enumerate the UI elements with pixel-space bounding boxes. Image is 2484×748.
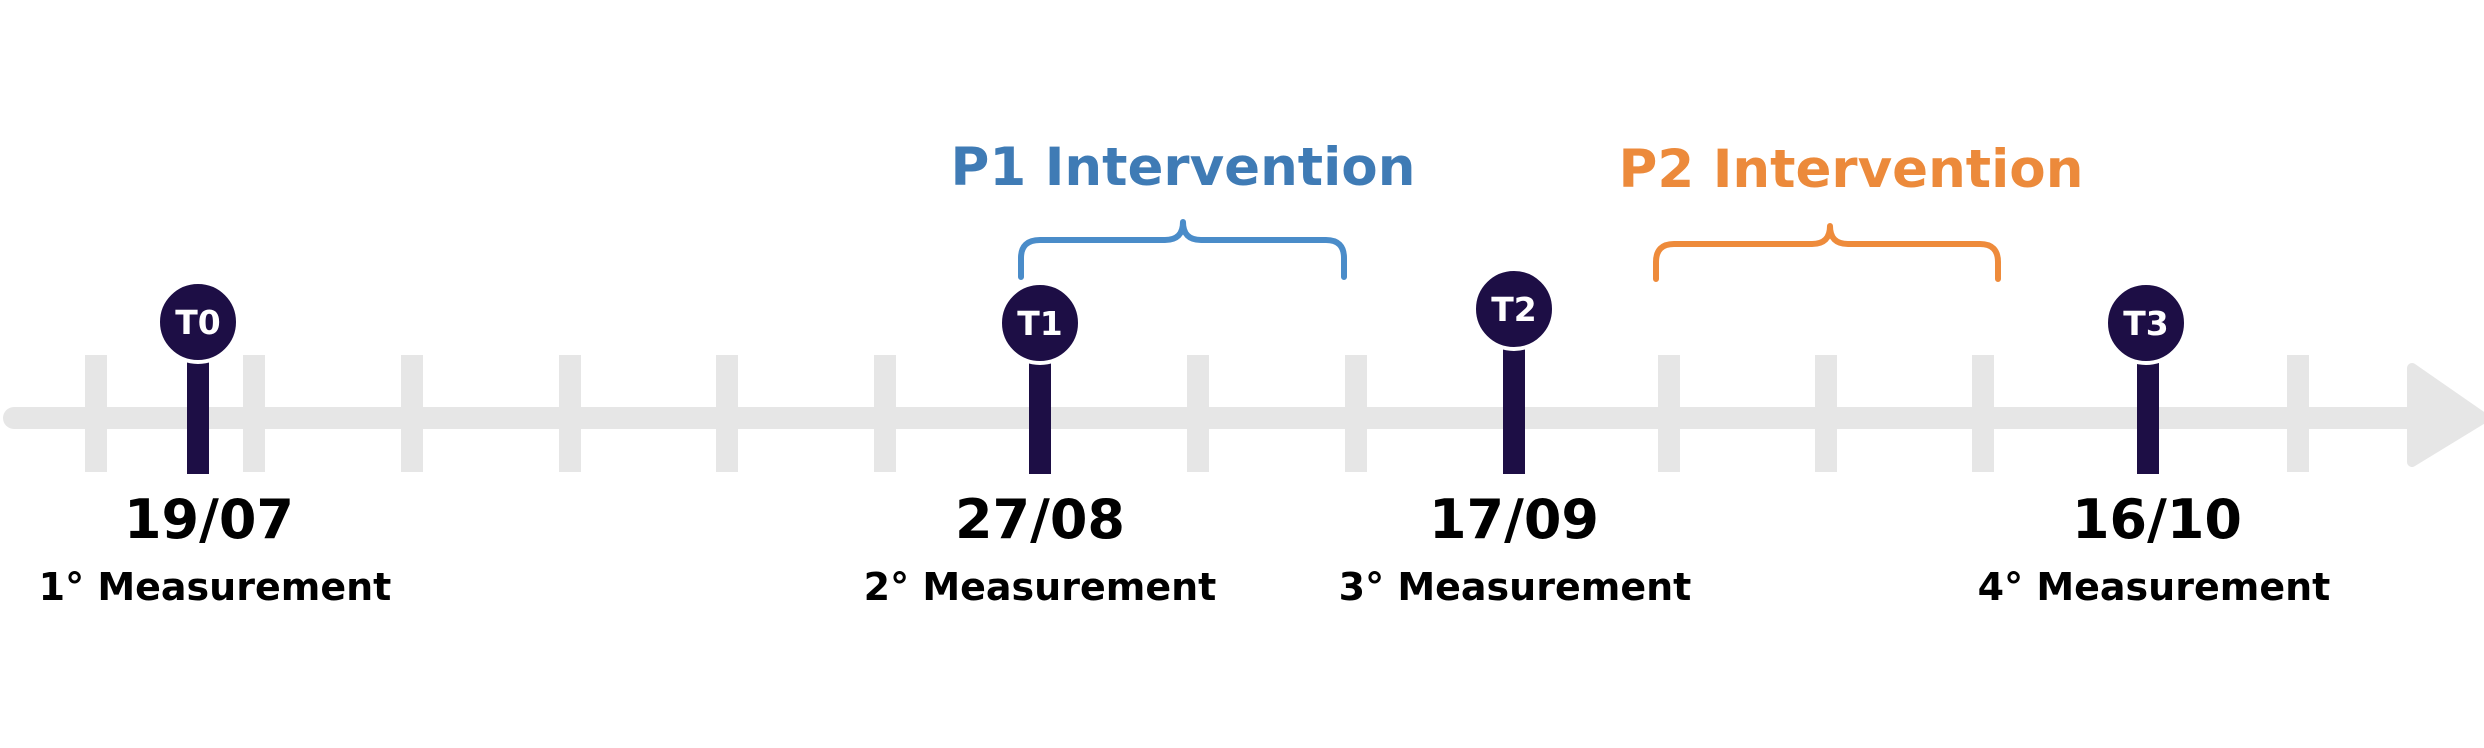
axis-tick bbox=[874, 355, 896, 472]
t0-pin-label: T0 bbox=[175, 303, 220, 342]
axis-tick bbox=[716, 355, 738, 472]
t2-pin-stem bbox=[1503, 340, 1525, 474]
intervention-p1: P1 Intervention bbox=[951, 137, 1416, 280]
t1-measurement: 2° Measurement bbox=[864, 565, 1217, 609]
timepoint-t3: T3 16/10 4° Measurement bbox=[1978, 281, 2331, 609]
t2-date: 17/09 bbox=[1429, 488, 1599, 551]
axis-ticks bbox=[85, 355, 2309, 472]
t1-pin-stem bbox=[1029, 350, 1051, 474]
intervention-p2: P2 Intervention bbox=[1619, 139, 2084, 282]
p2-intervention-label: P2 Intervention bbox=[1619, 139, 2084, 200]
t0-pin-stem bbox=[187, 350, 209, 474]
axis-tick bbox=[2287, 355, 2309, 472]
p2-brace bbox=[1653, 223, 2001, 282]
t1-pin-circle bbox=[998, 281, 1082, 365]
t3-date: 16/10 bbox=[2072, 488, 2242, 551]
axis-tick bbox=[1187, 355, 1209, 472]
axis-tick bbox=[1972, 355, 1994, 472]
axis-tick bbox=[1345, 355, 1367, 472]
t0-pin-circle bbox=[156, 280, 240, 364]
t2-pin-label: T2 bbox=[1491, 290, 1536, 329]
t3-pin-stem bbox=[2137, 350, 2159, 474]
timeline-axis bbox=[3, 355, 2484, 472]
timepoint-t2: T2 17/09 3° Measurement bbox=[1339, 267, 1692, 609]
axis-tick bbox=[401, 355, 423, 472]
t1-pin-label: T1 bbox=[1017, 304, 1062, 343]
p1-intervention-label: P1 Intervention bbox=[951, 137, 1416, 198]
t3-measurement: 4° Measurement bbox=[1978, 565, 2331, 609]
t3-pin-circle bbox=[2104, 281, 2188, 365]
axis-tick bbox=[243, 355, 265, 472]
p1-brace bbox=[1018, 219, 1347, 280]
axis-tick bbox=[559, 355, 581, 472]
t0-measurement: 1° Measurement bbox=[39, 565, 392, 609]
t2-pin-circle bbox=[1472, 267, 1556, 351]
t1-date: 27/08 bbox=[955, 488, 1125, 551]
axis-arrowhead bbox=[2407, 363, 2484, 467]
timepoint-t1: T1 27/08 2° Measurement bbox=[864, 281, 1217, 609]
axis-tick bbox=[1658, 355, 1680, 472]
t2-measurement: 3° Measurement bbox=[1339, 565, 1692, 609]
axis-tick bbox=[1815, 355, 1837, 472]
timepoint-t0: T0 19/07 1° Measurement bbox=[39, 280, 392, 609]
t3-pin-label: T3 bbox=[2123, 304, 2168, 343]
axis-tick bbox=[85, 355, 107, 472]
t0-date: 19/07 bbox=[124, 488, 294, 551]
